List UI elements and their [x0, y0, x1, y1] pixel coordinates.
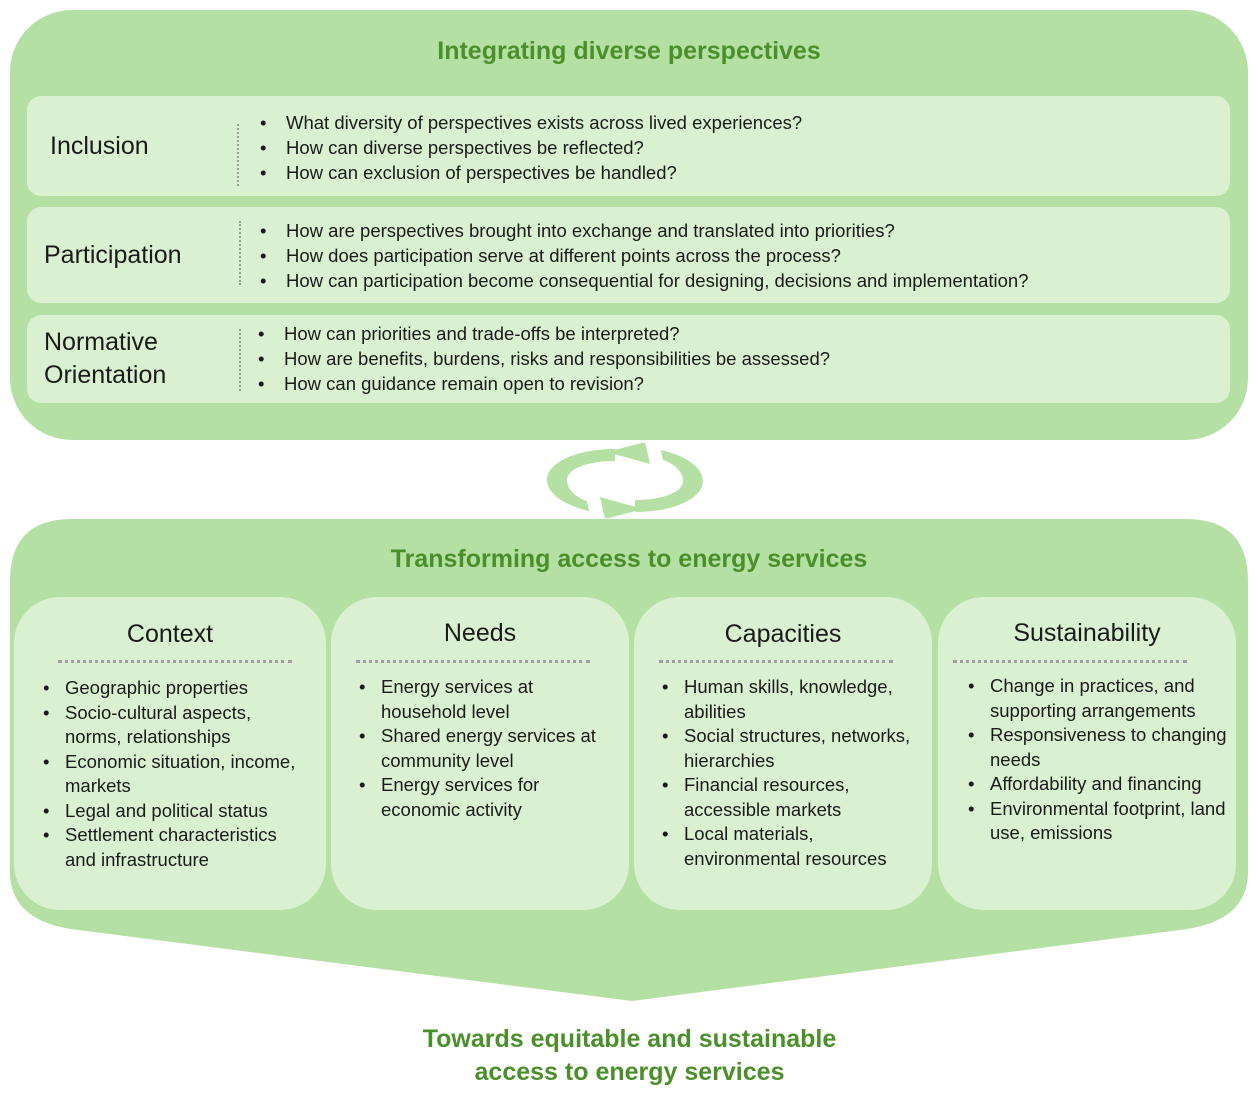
card-sustainability: Sustainability Change in practices, and … — [938, 597, 1236, 910]
card-list-context: Geographic properties Socio-cultural asp… — [41, 676, 311, 872]
row-label-participation: Participation — [44, 241, 182, 269]
card-divider — [356, 660, 590, 663]
list-item: Human skills, knowledge, abilities — [660, 675, 932, 724]
list-item: Financial resources, accessible markets — [660, 773, 932, 822]
card-title-capacities: Capacities — [724, 620, 842, 648]
row-divider — [237, 124, 239, 186]
card-divider — [58, 660, 292, 663]
cycle-arrows-icon — [545, 442, 705, 519]
list-item: How can participation become consequenti… — [260, 268, 1029, 293]
card-list-sustainability: Change in practices, and supporting arra… — [966, 674, 1228, 846]
question-list-participation: How are perspectives brought into exchan… — [260, 218, 1029, 293]
list-item: Legal and political status — [41, 799, 311, 824]
list-item: Affordability and financing — [966, 772, 1228, 797]
list-item: Energy services for economic activity — [357, 773, 617, 822]
list-item: How can diverse perspectives be reflecte… — [260, 135, 802, 160]
list-item: Settlement characteristics and infrastru… — [41, 823, 311, 872]
row-divider — [239, 221, 241, 285]
list-item: How can priorities and trade-offs be int… — [258, 321, 830, 346]
perspectives-title: Integrating diverse perspectives — [437, 37, 821, 65]
list-item: Change in practices, and supporting arra… — [966, 674, 1228, 723]
list-item: Shared energy services at community leve… — [357, 724, 617, 773]
list-item: How are benefits, burdens, risks and res… — [258, 346, 830, 371]
list-item: How does participation serve at differen… — [260, 243, 1029, 268]
list-item: How can guidance remain open to revision… — [258, 371, 830, 396]
row-normative-orientation: Normative Orientation How can priorities… — [27, 315, 1230, 403]
list-item: What diversity of perspectives exists ac… — [260, 110, 802, 135]
card-list-capacities: Human skills, knowledge, abilities Socia… — [660, 675, 932, 871]
outcome-line-1: Towards equitable and sustainable — [422, 1025, 837, 1053]
list-item: How are perspectives brought into exchan… — [260, 218, 1029, 243]
card-list-needs: Energy services at household level Share… — [357, 675, 617, 822]
list-item: Responsiveness to changing needs — [966, 723, 1228, 772]
row-divider — [239, 329, 241, 391]
row-participation: Participation How are perspectives broug… — [27, 207, 1230, 303]
card-title-sustainability: Sustainability — [1013, 619, 1161, 647]
outcome-line-2: access to energy services — [474, 1058, 785, 1086]
card-divider — [953, 660, 1187, 663]
card-needs: Needs Energy services at household level… — [331, 597, 629, 910]
list-item: How can exclusion of perspectives be han… — [260, 160, 802, 185]
list-item: Economic situation, income, markets — [41, 750, 311, 799]
card-context: Context Geographic properties Socio-cult… — [14, 597, 326, 910]
energy-services-title: Transforming access to energy services — [390, 545, 868, 573]
row-label-inclusion: Inclusion — [50, 132, 149, 160]
list-item: Geographic properties — [41, 676, 311, 701]
outcome-text: Towards equitable and sustainable access… — [0, 1023, 1259, 1089]
row-inclusion: Inclusion What diversity of perspectives… — [27, 96, 1230, 196]
row-label-normative-orientation: Normative Orientation — [44, 328, 167, 389]
card-title-needs: Needs — [443, 619, 517, 647]
list-item: Energy services at household level — [357, 675, 617, 724]
list-item: Local materials, environmental resources — [660, 822, 932, 871]
question-list-normative: How can priorities and trade-offs be int… — [258, 321, 830, 396]
card-title-context: Context — [126, 620, 214, 648]
question-list-inclusion: What diversity of perspectives exists ac… — [260, 110, 802, 185]
card-capacities: Capacities Human skills, knowledge, abil… — [634, 597, 932, 910]
card-divider — [659, 660, 893, 663]
energy-services-title-wrap: Transforming access to energy services — [10, 520, 1248, 580]
list-item: Environmental footprint, land use, emiss… — [966, 797, 1228, 846]
perspectives-panel: Integrating diverse perspectives Inclusi… — [10, 10, 1248, 440]
list-item: Socio-cultural aspects, norms, relations… — [41, 701, 311, 750]
list-item: Social structures, networks, hierarchies — [660, 724, 932, 773]
